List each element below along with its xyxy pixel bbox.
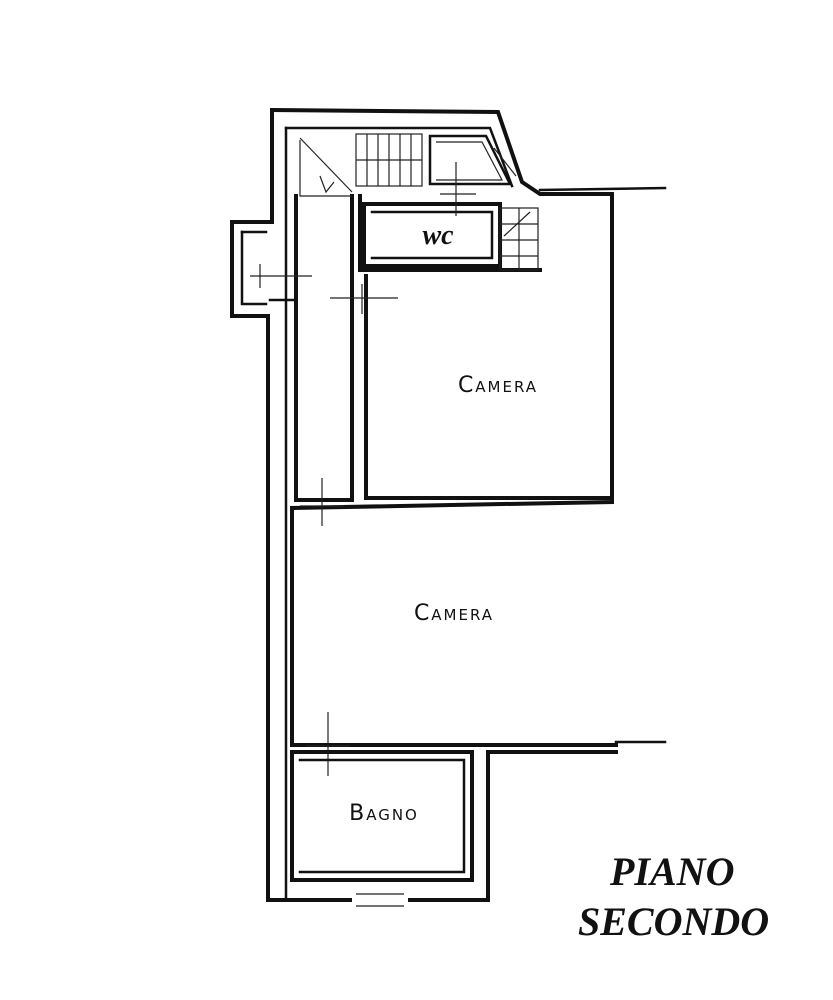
corridor-walls xyxy=(268,194,614,502)
outer-walls xyxy=(230,107,667,902)
left-balcony-niche xyxy=(240,230,268,306)
floor-title-line1: PIANO xyxy=(610,849,735,894)
staircase xyxy=(299,133,539,271)
door-markers xyxy=(250,162,476,907)
closet xyxy=(428,134,517,186)
room-label-bagno: Bagno xyxy=(349,801,419,826)
floor-title-line2: SECONDO xyxy=(578,899,770,944)
bagno-room xyxy=(290,750,474,882)
room-label-camera-lower: Camera xyxy=(414,601,494,626)
room-label-camera-upper: Camera xyxy=(458,373,538,398)
room-label-wc: wc xyxy=(422,220,454,251)
